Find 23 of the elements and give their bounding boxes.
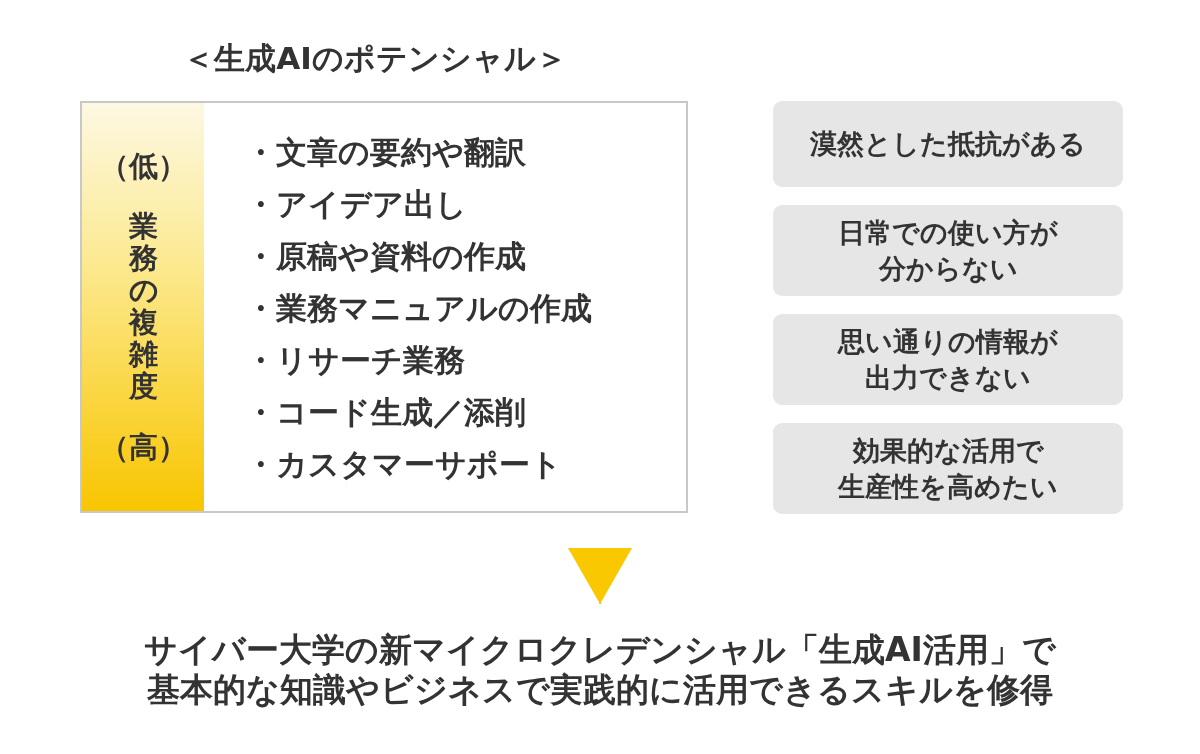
use-case-panel	[80, 101, 688, 513]
down-arrow	[568, 547, 632, 605]
concern-text: 漠然とした抵抗がある	[810, 127, 1086, 162]
use-case-item: ・原稿や資料の作成	[245, 237, 526, 275]
concern-card	[773, 423, 1123, 514]
diagram-title: ＜生成AIのポテンシャル＞	[183, 40, 567, 78]
use-case-item: ・コード生成／添削	[245, 393, 526, 431]
concern-text: 日常での使い方が分からない	[837, 216, 1059, 286]
concern-card	[773, 314, 1123, 405]
complexity-gradient-bar	[82, 103, 204, 511]
conclusion-text: サイバー大学の新マイクロクレデンシャル「生成AI活用」で基本的な知識やビジネスで実践的に活用できるスキルを修得	[110, 604, 1090, 711]
concern-text: 効果的な活用で生産性を高めたい	[836, 434, 1059, 504]
use-case-item: ・業務マニュアルの作成	[245, 289, 592, 327]
complexity-axis-label: 業務の複雑度	[128, 211, 158, 403]
use-case-item: ・カスタマーサポート	[245, 445, 562, 483]
concern-card	[773, 101, 1123, 187]
concern-text: 思い通りの情報が出力できない	[836, 325, 1059, 395]
concern-card	[773, 205, 1123, 296]
scale-high-label: （高）	[99, 430, 187, 464]
use-case-item: ・文章の要約や翻訳	[245, 133, 526, 171]
scale-low-label: （低）	[99, 150, 187, 184]
use-case-item: ・リサーチ業務	[245, 341, 465, 379]
use-case-item: ・アイデア出し	[245, 185, 467, 223]
